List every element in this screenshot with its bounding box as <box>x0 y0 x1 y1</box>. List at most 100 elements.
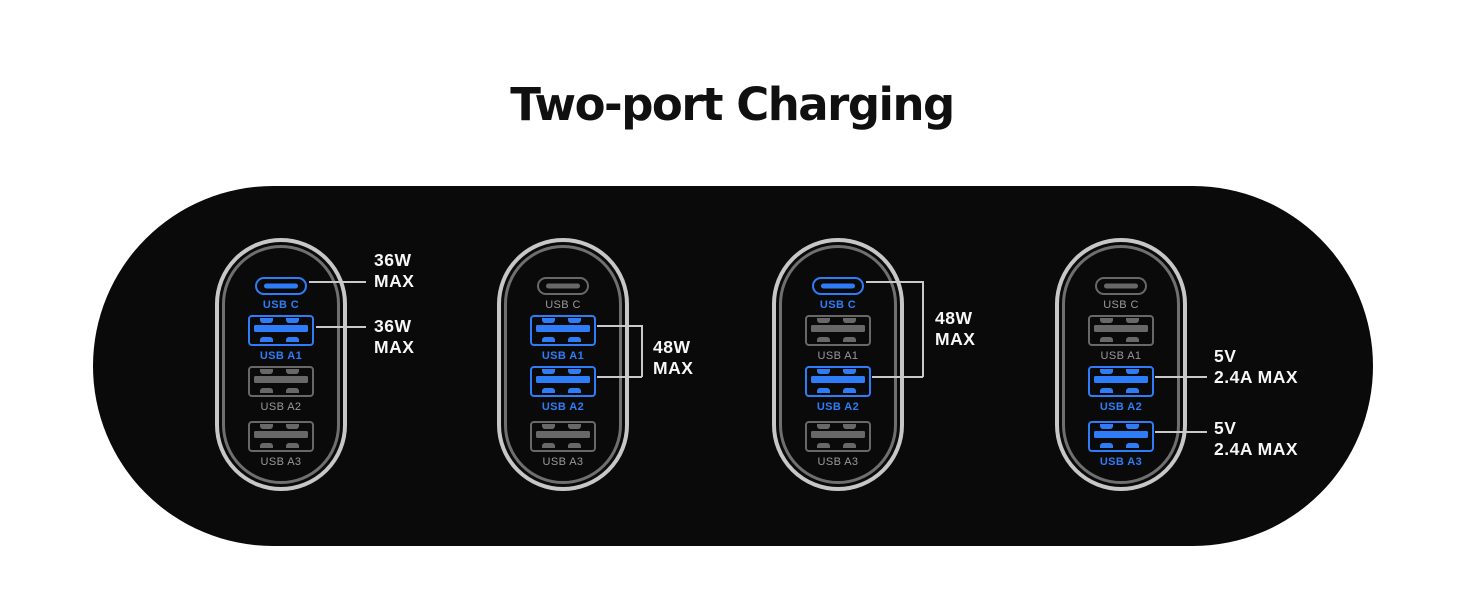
port-label: USB A3 <box>542 456 584 468</box>
usb-a-bottom-pins <box>542 443 555 448</box>
usb-c-port: USB C <box>776 277 900 311</box>
usb-a-bottom-pins <box>817 443 830 448</box>
rating-line-1: 5V <box>1214 418 1237 438</box>
usb-a-port-icon <box>805 315 871 346</box>
usb-a-contact-bar <box>254 325 308 332</box>
port-label: USB A3 <box>260 456 302 468</box>
usb-a-bottom-pins <box>260 337 273 342</box>
usb-a-top-pins <box>542 424 555 429</box>
usb-c-port-icon <box>812 277 864 295</box>
annotation-bracket-line <box>597 325 642 327</box>
port-panel-combo-4: USB C USB A1 USB A2 USB A3 <box>1055 238 1187 491</box>
usb-a-port-icon <box>530 315 596 346</box>
usb-a-top-pins <box>1100 369 1113 374</box>
annotation-rating: 5V 2.4A MAX <box>1214 418 1298 460</box>
panel-inner-ring <box>504 245 622 484</box>
annotation-line <box>309 281 366 283</box>
annotation-rating: 48W MAX <box>653 337 693 379</box>
usb-a-port-icon <box>248 315 314 346</box>
annotation-bracket-line <box>922 281 924 377</box>
usb-a-contact-bar <box>811 325 865 332</box>
panel-inner-ring <box>1062 245 1180 484</box>
port-label: USB A1 <box>817 350 859 362</box>
usb-a-contact-bar <box>1094 431 1148 438</box>
annotation-bracket-line <box>597 376 642 378</box>
port-label: USB C <box>1103 299 1139 311</box>
usb-a-contact-bar <box>811 431 865 438</box>
usb-a-bottom-pins <box>1100 337 1113 342</box>
port-panel-combo-3: USB C USB A1 USB A2 USB A3 <box>772 238 904 491</box>
usb-a2-port: USB A2 <box>1059 366 1183 413</box>
usb-c-port-icon <box>537 277 589 295</box>
usb-a-contact-bar <box>254 431 308 438</box>
annotation-line <box>1155 376 1207 378</box>
annotation-rating: 48W MAX <box>935 308 975 350</box>
usb-a-top-pins <box>542 369 555 374</box>
port-label: USB A1 <box>1100 350 1142 362</box>
rating-line-1: 48W <box>935 308 973 328</box>
port-label: USB A2 <box>1099 401 1143 413</box>
usb-a1-port: USB A1 <box>501 315 625 362</box>
usb-a-top-pins <box>260 318 273 323</box>
annotation-rating: 36W MAX <box>374 316 414 358</box>
usb-a3-port: USB A3 <box>501 421 625 468</box>
rating-line-2: MAX <box>374 337 415 357</box>
usb-a-contact-bar <box>811 376 865 383</box>
usb-a-top-pins <box>260 424 273 429</box>
port-label: USB C <box>819 299 857 311</box>
rating-line-1: 48W <box>653 337 691 357</box>
annotation-bracket-line <box>641 325 643 377</box>
usb-c-pin-bar <box>1104 283 1138 289</box>
usb-c-pin-bar <box>546 283 580 289</box>
usb-a-bottom-pins <box>817 388 830 393</box>
usb-a-contact-bar <box>536 431 590 438</box>
port-panel-combo-2: USB C USB A1 USB A2 USB A3 <box>497 238 629 491</box>
usb-a-contact-bar <box>1094 325 1148 332</box>
rating-line-2: MAX <box>935 329 976 349</box>
usb-a-bottom-pins <box>260 388 273 393</box>
usb-a2-port: USB A2 <box>501 366 625 413</box>
usb-c-pin-bar <box>821 283 855 289</box>
usb-a-port-icon <box>805 421 871 452</box>
usb-a-top-pins <box>1100 424 1113 429</box>
usb-a-top-pins <box>817 369 830 374</box>
usb-a-port-icon <box>530 366 596 397</box>
usb-a-top-pins <box>1100 318 1113 323</box>
usb-a2-port: USB A2 <box>219 366 343 413</box>
usb-a-bottom-pins <box>260 443 273 448</box>
annotation-bracket-line <box>872 376 923 378</box>
usb-a-bottom-pins <box>1100 388 1113 393</box>
usb-a-contact-bar <box>536 325 590 332</box>
port-label: USB A1 <box>259 350 303 362</box>
usb-a-bottom-pins <box>542 388 555 393</box>
usb-a1-port: USB A1 <box>776 315 900 362</box>
usb-a-port-icon <box>248 366 314 397</box>
rating-line-1: 5V <box>1214 346 1237 366</box>
usb-a1-port: USB A1 <box>1059 315 1183 362</box>
port-panel-combo-1: USB C USB A1 USB A2 USB A3 <box>215 238 347 491</box>
rating-line-2: MAX <box>374 271 415 291</box>
usb-c-pin-bar <box>264 283 298 289</box>
page-title: Two-port Charging <box>510 78 955 131</box>
port-label: USB C <box>262 299 300 311</box>
annotation-line <box>316 326 366 328</box>
usb-c-port: USB C <box>501 277 625 311</box>
usb-a1-port: USB A1 <box>219 315 343 362</box>
port-label: USB A3 <box>817 456 859 468</box>
usb-a-bottom-pins <box>1100 443 1113 448</box>
usb-a-contact-bar <box>254 376 308 383</box>
usb-c-port: USB C <box>219 277 343 311</box>
panel-inner-ring <box>779 245 897 484</box>
port-label: USB A2 <box>541 401 585 413</box>
rating-line-2: 2.4A MAX <box>1214 367 1299 387</box>
usb-a-port-icon <box>1088 366 1154 397</box>
usb-a3-port: USB A3 <box>776 421 900 468</box>
usb-a3-port: USB A3 <box>219 421 343 468</box>
usb-a3-port: USB A3 <box>1059 421 1183 468</box>
port-label: USB A3 <box>1099 456 1143 468</box>
port-label: USB A1 <box>541 350 585 362</box>
usb-a-port-icon <box>248 421 314 452</box>
rating-line-2: MAX <box>653 358 694 378</box>
usb-c-port-icon <box>255 277 307 295</box>
